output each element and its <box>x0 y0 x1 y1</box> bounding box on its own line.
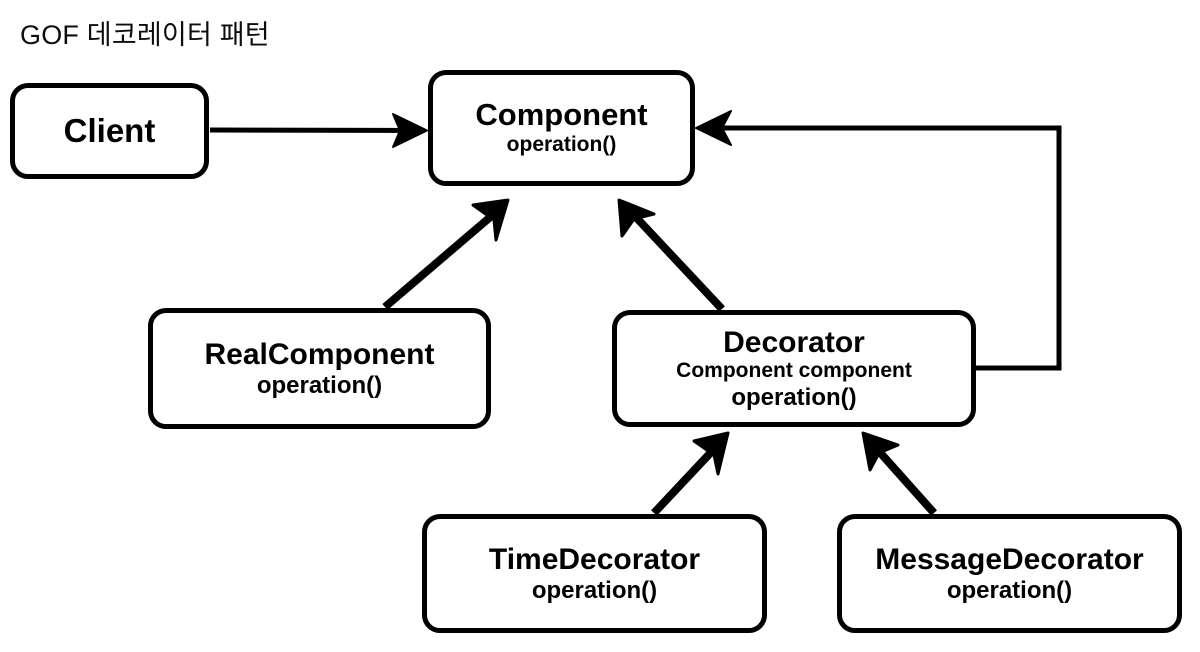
class-box-realcomponent[interactable]: RealComponent operation() <box>148 308 491 429</box>
class-operation-decorator: operation() <box>731 383 857 411</box>
connector-timedecorator-to-decorator <box>651 431 730 516</box>
class-name-timedecorator: TimeDecorator <box>488 542 701 576</box>
connector-realcomponent-to-component <box>382 198 510 311</box>
class-box-timedecorator[interactable]: TimeDecorator operation() <box>422 514 767 633</box>
class-name-realcomponent: RealComponent <box>204 337 435 371</box>
page-title: GOF 데코레이터 패턴 <box>20 20 270 50</box>
connector-messagedecorator-to-decorator <box>861 431 937 516</box>
class-name-client: Client <box>63 111 156 149</box>
class-box-client[interactable]: Client <box>10 83 209 179</box>
class-name-decorator: Decorator <box>723 325 865 359</box>
connector-decorator-to-component <box>617 198 725 312</box>
class-operation-realcomponent: operation() <box>256 371 383 399</box>
class-box-messagedecorator[interactable]: MessageDecorator operation() <box>837 514 1182 633</box>
connector-decorator-association-component <box>695 110 1062 371</box>
class-name-messagedecorator: MessageDecorator <box>875 542 1144 576</box>
class-operation-component: operation() <box>506 132 617 156</box>
class-operation-messagedecorator: operation() <box>946 576 1073 604</box>
class-attribute-decorator: Component component <box>676 359 912 383</box>
connector-client-to-component <box>209 113 428 148</box>
class-operation-timedecorator: operation() <box>531 576 658 604</box>
class-name-component: Component <box>475 97 648 133</box>
class-box-component[interactable]: Component operation() <box>428 70 695 186</box>
class-box-decorator[interactable]: Decorator Component component operation(… <box>612 310 976 427</box>
